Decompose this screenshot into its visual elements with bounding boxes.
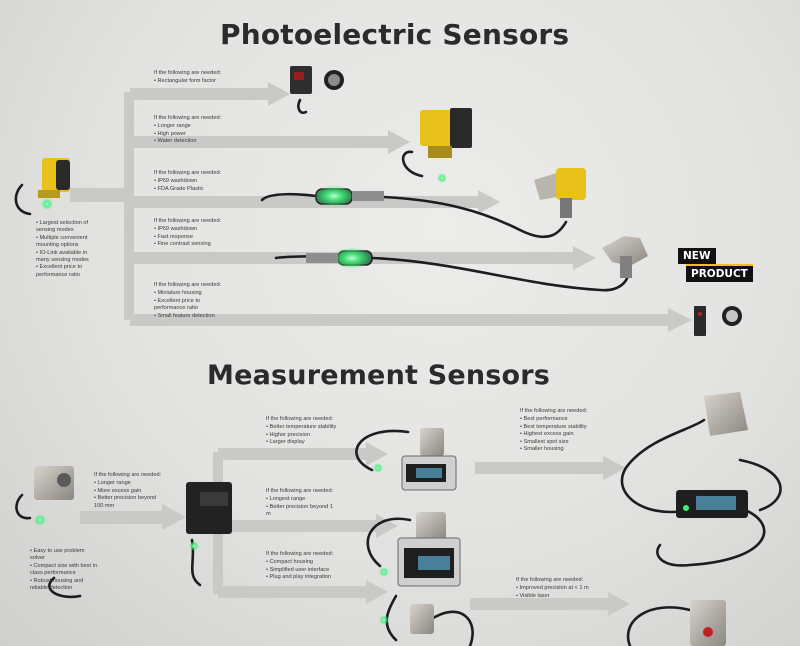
photo-note-4: If the following are needed: IP69 washdo… — [154, 218, 264, 249]
note-heading: If the following are needed: — [154, 282, 222, 288]
note-heading: If the following are needed: — [154, 170, 222, 176]
note-item: Fast response — [154, 234, 264, 241]
photo-note-3: If the following are needed: IP69 washdo… — [154, 170, 264, 193]
photo-sensor-miniature — [694, 306, 742, 336]
note-item: Excellent price to performance ratio — [154, 298, 228, 313]
meas-main-features: Easy to use problem solver Compact size … — [30, 548, 98, 592]
note-item: Highest excess gain — [520, 431, 610, 438]
photo-sensor-washdown-inline — [314, 185, 384, 207]
note-item: Miniature housing — [154, 290, 228, 297]
note-item: Rectangular form factor — [154, 78, 264, 85]
meas-sensor-larger-display — [373, 428, 457, 491]
note-item: Smallest spot size — [520, 439, 610, 446]
meas-note-3: If the following are needed: Longest ran… — [266, 488, 336, 519]
badge-new: NEW — [678, 248, 716, 264]
badge-product: PRODUCT — [686, 264, 753, 282]
meas-note-2: If the following are needed: Better temp… — [266, 416, 350, 447]
note-item: Larger display — [266, 439, 350, 446]
photo-main-features: Largest selection of sensing modes Multi… — [36, 220, 98, 279]
note-heading: If the following are needed: — [154, 70, 222, 76]
note-heading: If the following are needed: — [154, 115, 222, 121]
note-item: Plug and play integration — [266, 574, 362, 581]
note-item: Compact housing — [266, 559, 362, 566]
photo-main-feature: Excellent price to performance ratio — [36, 264, 98, 279]
meas-sensor-visible-laser — [379, 600, 726, 646]
photo-sensor-long-range — [420, 108, 472, 183]
note-item: Better precision beyond 100 mm — [94, 495, 162, 510]
photo-sensor-fine-contrast — [602, 236, 648, 278]
note-item: Better temperature stability — [266, 424, 350, 431]
photo-main-feature: Multiple convenient mounting options — [36, 235, 98, 250]
meas-main-feature: Easy to use problem solver — [30, 548, 98, 563]
photo-note-1: If the following are needed: Rectangular… — [154, 70, 264, 86]
note-item: Fine contrast sensing — [154, 241, 264, 248]
photo-sensor-rectangular — [290, 66, 344, 94]
meas-sensor-best-performance — [676, 392, 748, 518]
meas-sensor-longest-range — [379, 512, 461, 587]
note-item: Longest range — [266, 496, 336, 503]
note-heading: If the following are needed: — [266, 551, 334, 557]
meas-note-4: If the following are needed: Compact hou… — [266, 551, 362, 582]
meas-sensor-long-range — [186, 482, 232, 551]
note-item: Improved precision at < 1 m — [516, 585, 606, 592]
note-item: Smaller housing — [520, 446, 610, 453]
photo-sensor-fast-response-inline — [306, 247, 373, 269]
photo-main-feature: Largest selection of sensing modes — [36, 220, 98, 235]
photo-main-feature: IO-Link available in many sensing modes — [36, 250, 98, 265]
meas-main-feature: Robust housing and reliable detection — [30, 578, 98, 593]
note-item: Better precision beyond 1 m — [266, 504, 336, 519]
note-heading: If the following are needed: — [94, 472, 162, 478]
note-item: Simplified user interface — [266, 567, 362, 574]
note-heading: If the following are needed: — [266, 488, 334, 494]
meas-section-title: Measurement Sensors — [207, 360, 551, 391]
note-heading: If the following are needed: — [516, 577, 584, 583]
note-heading: If the following are needed: — [520, 408, 588, 414]
meas-main-sensor — [34, 466, 74, 526]
meas-note-6: If the following are needed: Improved pr… — [516, 577, 606, 600]
note-item: Higher precision — [266, 432, 350, 439]
photo-note-2: If the following are needed: Longer rang… — [154, 115, 264, 146]
photo-main-sensor — [38, 158, 70, 210]
note-item: Water detection — [154, 138, 264, 145]
note-item: High power — [154, 131, 264, 138]
photo-section-title: Photoelectric Sensors — [220, 18, 570, 51]
note-item: Small feature detection — [154, 313, 228, 320]
note-item: IP69 washdown — [154, 178, 264, 185]
note-item: Best performance — [520, 416, 610, 423]
note-item: More excess gain — [94, 488, 162, 495]
photo-note-5: If the following are needed: Miniature h… — [154, 282, 228, 320]
note-item: Visible laser — [516, 593, 606, 600]
meas-note-5: If the following are needed: Best perfor… — [520, 408, 610, 453]
note-item: Best temperature stability — [520, 424, 610, 431]
note-heading: If the following are needed: — [154, 218, 222, 224]
note-item: IP69 washdown — [154, 226, 264, 233]
note-item: Longer range — [154, 123, 264, 130]
note-item: Longer range — [94, 480, 162, 487]
note-heading: If the following are needed: — [266, 416, 334, 422]
meas-note-1: If the following are needed: Longer rang… — [94, 472, 162, 510]
note-item: FDA Grade Plastic — [154, 186, 264, 193]
photo-sensor-washdown-yellow — [534, 168, 586, 218]
meas-main-feature: Compact size with best in class performa… — [30, 563, 98, 578]
new-product-badge: NEW PRODUCT — [678, 246, 753, 282]
